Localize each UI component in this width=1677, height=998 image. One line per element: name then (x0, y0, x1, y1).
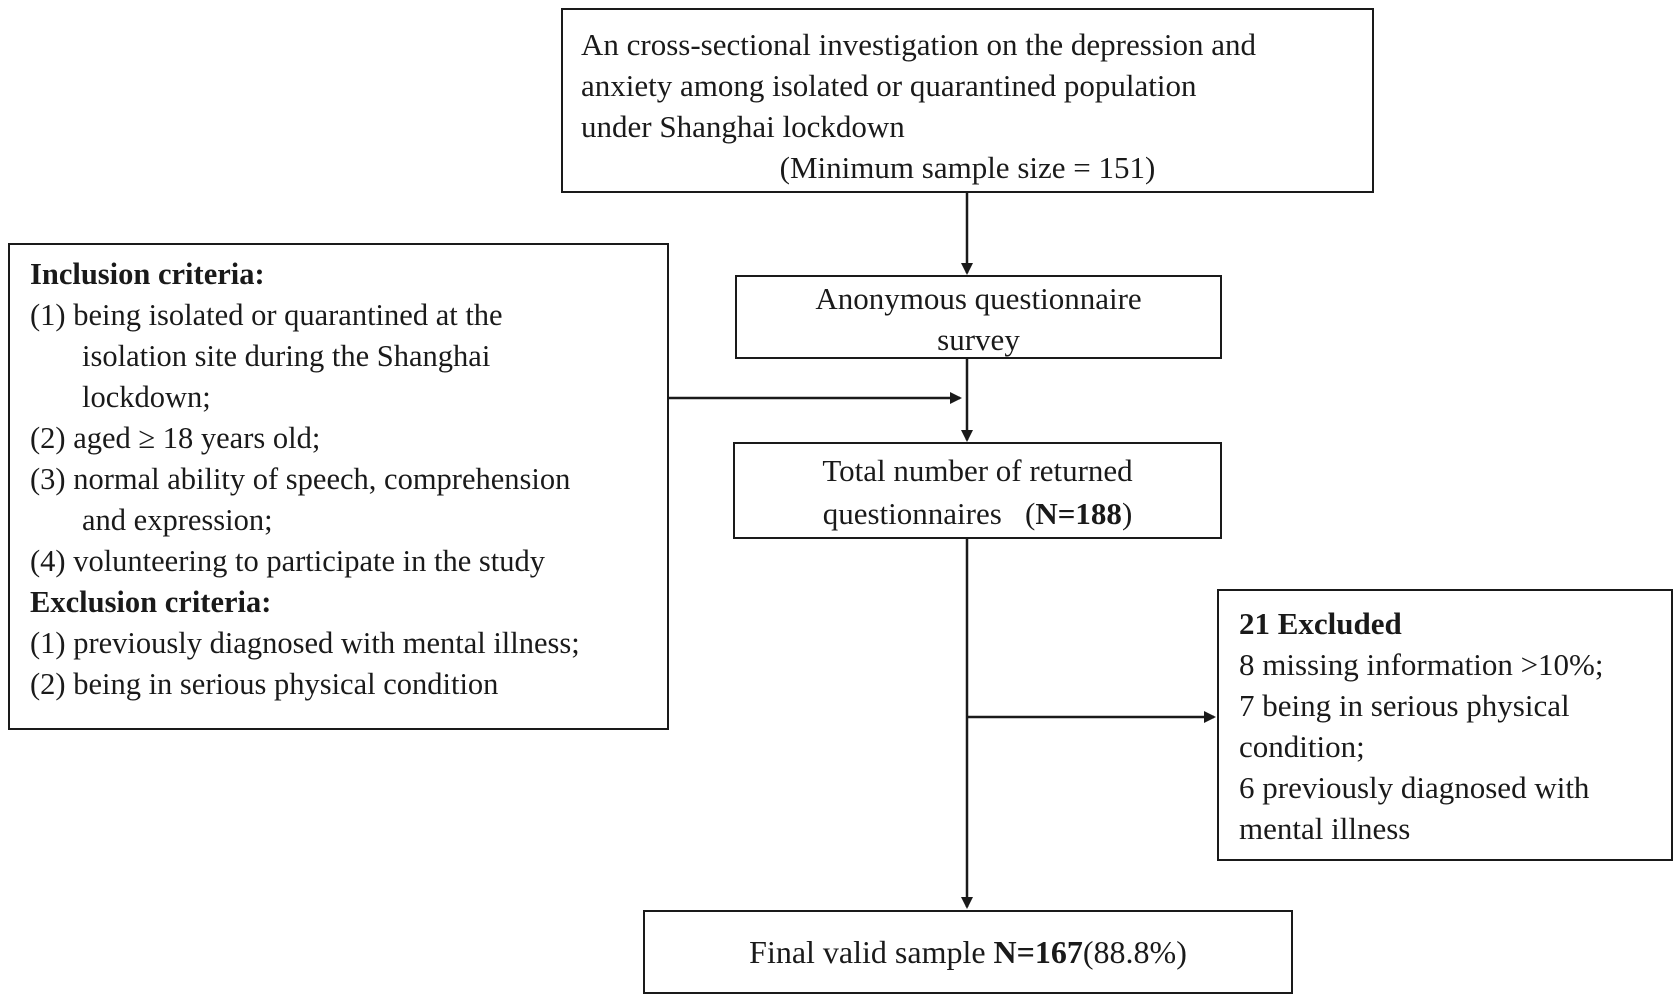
inclusion-heading: Inclusion criteria: (30, 257, 265, 291)
returned-line-2: questionnaires (N=188) (735, 492, 1220, 535)
excluded-line-1: 8 missing information >10%; (1239, 647, 1604, 682)
study-description-line-1: An cross-sectional investigation on the … (581, 27, 1256, 62)
study-description-box: An cross-sectional investigation on the … (561, 8, 1374, 193)
inclusion-item-1: (1) being isolated or quarantined at the (30, 298, 503, 332)
final-sample-percent: (88.8%) (1082, 934, 1187, 970)
study-description-line-3: under Shanghai lockdown (581, 109, 905, 144)
returned-label: questionnaires (822, 496, 1002, 531)
minimum-sample-size: (Minimum sample size = 151) (779, 150, 1156, 185)
excluded-line-4: 6 previously diagnosed with (1239, 770, 1590, 805)
returned-close-paren: ) (1121, 496, 1133, 531)
excluded-line-2: 7 being in serious physical (1239, 688, 1570, 723)
inclusion-item-1-cont-1: isolation site during the Shanghai (82, 339, 491, 373)
returned-open-paren: ( (1025, 496, 1036, 531)
inclusion-item-2: (2) aged ≥ 18 years old; (30, 421, 321, 455)
final-sample-count: N=167 (993, 934, 1083, 970)
exclusion-item-1: (1) previously diagnosed with mental ill… (30, 626, 580, 660)
final-sample-box: Final valid sample N=167(88.8%) (643, 910, 1293, 994)
returned-count: N=188 (1035, 496, 1122, 531)
returned-questionnaires-box: Total number of returned questionnaires … (733, 442, 1222, 539)
returned-line-1: Total number of returned (822, 453, 1133, 488)
excluded-line-3: condition; (1239, 729, 1365, 764)
excluded-box: 21 Excluded 8 missing information >10%; … (1217, 589, 1673, 861)
anonymous-survey-line-2: survey (937, 322, 1020, 357)
anonymous-survey-box: Anonymous questionnaire survey (735, 275, 1222, 359)
anonymous-survey-line-1: Anonymous questionnaire (815, 281, 1142, 316)
study-description-line-2: anxiety among isolated or quarantined po… (581, 68, 1197, 103)
inclusion-item-1-cont-2: lockdown; (82, 380, 211, 414)
criteria-box: Inclusion criteria: (1) being isolated o… (8, 243, 669, 730)
exclusion-heading: Exclusion criteria: (30, 585, 272, 619)
exclusion-item-2: (2) being in serious physical condition (30, 667, 499, 701)
excluded-line-5: mental illness (1239, 811, 1411, 846)
final-sample-label: Final valid sample (749, 934, 986, 970)
excluded-heading: 21 Excluded (1239, 606, 1402, 641)
inclusion-item-4: (4) volunteering to participate in the s… (30, 544, 545, 578)
inclusion-item-3: (3) normal ability of speech, comprehens… (30, 462, 571, 496)
inclusion-item-3-cont-1: and expression; (82, 503, 273, 537)
